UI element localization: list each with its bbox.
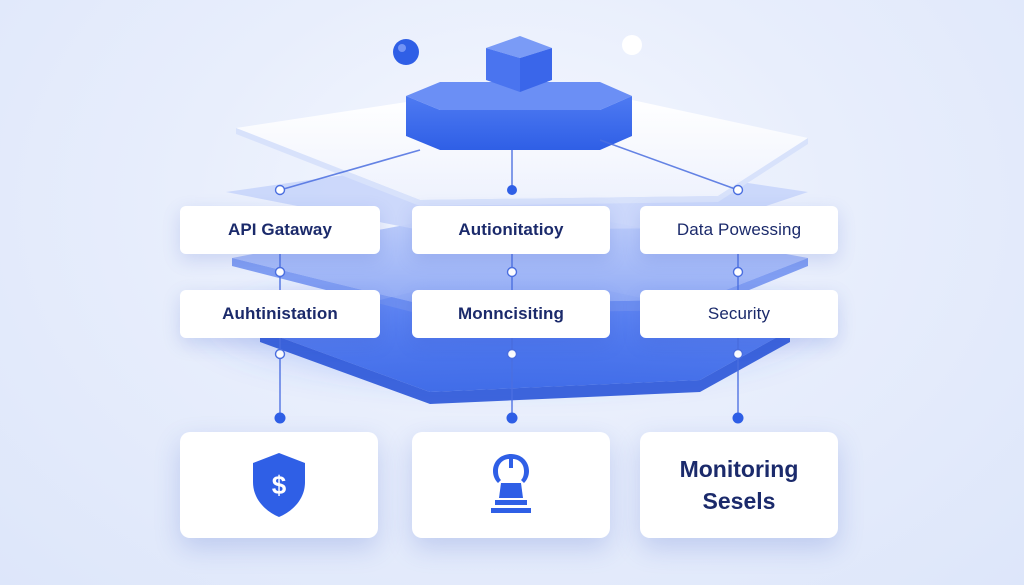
node-data-processing-label: Data Powessing: [676, 220, 802, 239]
central-block-front: [406, 96, 632, 150]
connector-dots: [274, 184, 744, 424]
node-monitoring-mid-label: Monncisiting: [457, 304, 565, 323]
wrench-stand-icon: [491, 454, 531, 513]
floating-sphere-blue: [393, 39, 419, 65]
node-api-gateway-label: API Gataway: [227, 220, 333, 239]
card-security-shield: $: [180, 432, 378, 538]
floating-sphere-white: [622, 35, 642, 55]
central-block-top: [406, 82, 632, 110]
small-cube-side: [520, 48, 552, 92]
node-authentication-mid: Auhtinistation: [180, 290, 380, 338]
node-authentication-top: Autionitatioy: [412, 206, 610, 254]
node-security: Security: [640, 290, 838, 338]
node-api-gateway: API Gataway: [180, 206, 380, 254]
card-monitoring-line1: Monitoring: [679, 456, 799, 482]
node-monitoring-mid: Monncisiting: [412, 290, 610, 338]
node-data-processing: Data Powessing: [640, 206, 838, 254]
small-cube-top: [486, 36, 552, 58]
node-authentication-top-label: Autionitatioy: [458, 220, 564, 239]
node-security-label: Security: [707, 304, 771, 323]
card-tooling: [412, 432, 610, 538]
small-cube-front: [486, 48, 520, 92]
card-monitoring-sesels: Monitoring Sesels: [640, 432, 838, 538]
shield-dollar-icon: $: [253, 453, 305, 517]
node-authentication-mid-label: Auhtinistation: [222, 304, 338, 323]
svg-text:$: $: [272, 470, 287, 500]
card-monitoring-line2: Sesels: [702, 488, 776, 514]
